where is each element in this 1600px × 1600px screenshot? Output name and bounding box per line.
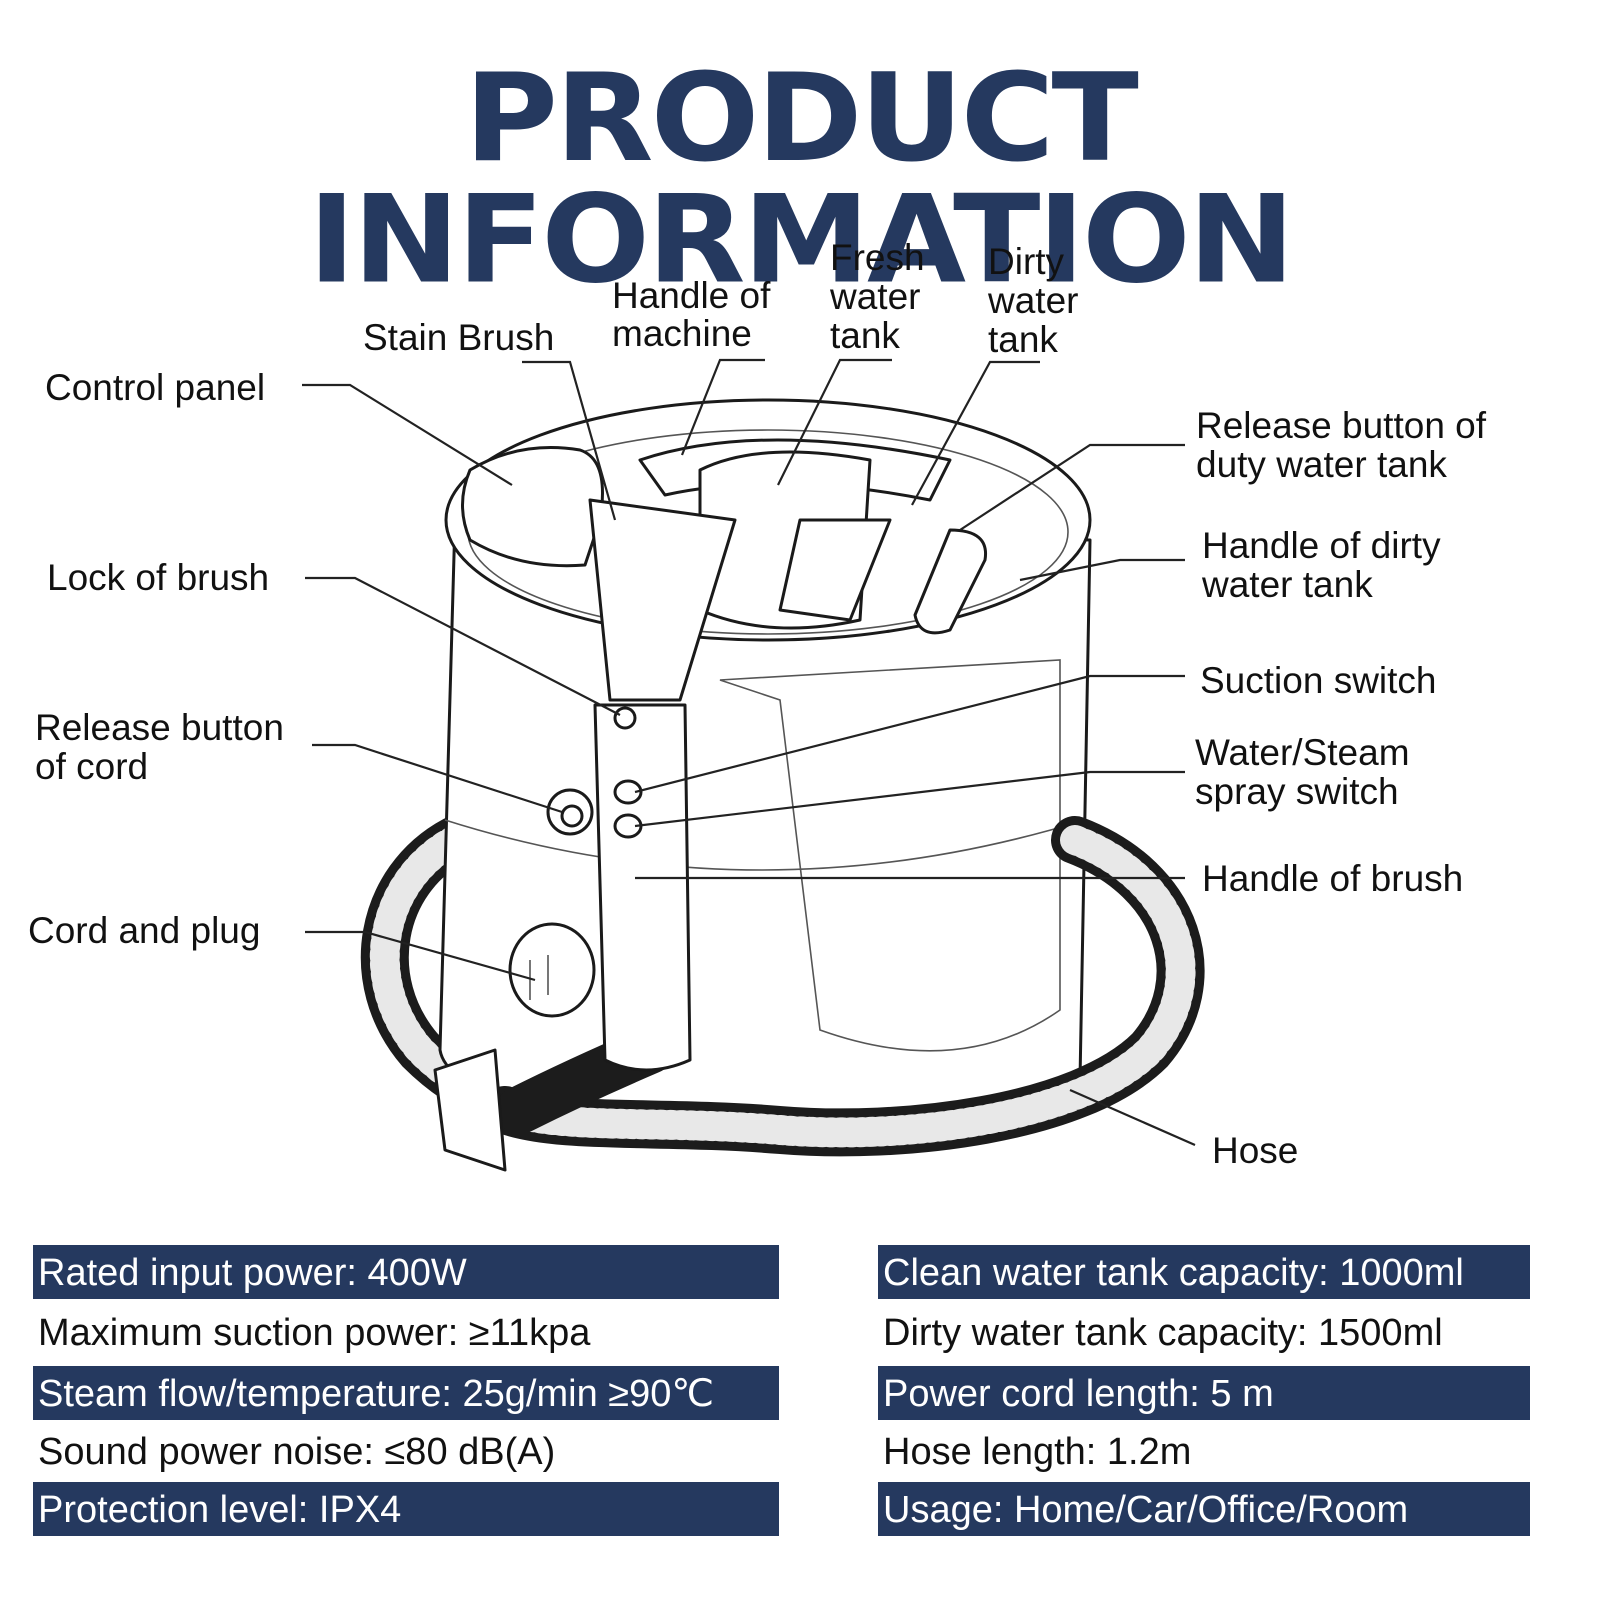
label-release-button-of-cord: Release button of cord bbox=[35, 707, 294, 787]
label-release-button-dirty-tank: Release button of duty water tank bbox=[1196, 405, 1496, 485]
label-control-panel: Control panel bbox=[45, 367, 265, 408]
label-lock-of-brush: Lock of brush bbox=[47, 557, 269, 598]
spec-row: Clean water tank capacity: 1000ml bbox=[878, 1245, 1530, 1299]
machine-illustration bbox=[360, 398, 1205, 1172]
spec-row: Maximum suction power: ≥11kpa bbox=[33, 1305, 779, 1359]
spec-row: Rated input power: 400W bbox=[33, 1245, 779, 1299]
spec-row: Sound power noise: ≤80 dB(A) bbox=[33, 1424, 779, 1478]
label-cord-and-plug: Cord and plug bbox=[28, 910, 260, 951]
label-handle-of-dirty-water-tank: Handle of dirty water tank bbox=[1201, 525, 1451, 605]
label-hose: Hose bbox=[1212, 1130, 1298, 1171]
label-handle-of-machine: Handle of machine bbox=[612, 275, 781, 354]
part-labels: Stain Brush Handle of machine Fresh wate… bbox=[28, 237, 1496, 1171]
label-suction-switch: Suction switch bbox=[1200, 660, 1437, 701]
label-stain-brush: Stain Brush bbox=[363, 317, 554, 358]
label-fresh-water-tank: Fresh water tank bbox=[829, 237, 935, 356]
spec-row: Protection level: IPX4 bbox=[33, 1482, 779, 1536]
spec-row: Hose length: 1.2m bbox=[878, 1424, 1530, 1478]
label-water-steam-spray-switch: Water/Steam spray switch bbox=[1195, 732, 1420, 812]
label-dirty-water-tank: Dirty water tank bbox=[987, 241, 1089, 360]
spec-row: Dirty water tank capacity: 1500ml bbox=[878, 1305, 1530, 1359]
spec-row: Power cord length: 5 m bbox=[878, 1366, 1530, 1420]
leader-lines bbox=[302, 358, 1196, 1147]
spec-row: Steam flow/temperature: 25g/min ≥90℃ bbox=[33, 1366, 779, 1420]
page-title: PRODUCT INFORMATION bbox=[308, 47, 1295, 312]
spec-row: Usage: Home/Car/Office/Room bbox=[878, 1482, 1530, 1536]
label-handle-of-brush: Handle of brush bbox=[1202, 858, 1463, 899]
